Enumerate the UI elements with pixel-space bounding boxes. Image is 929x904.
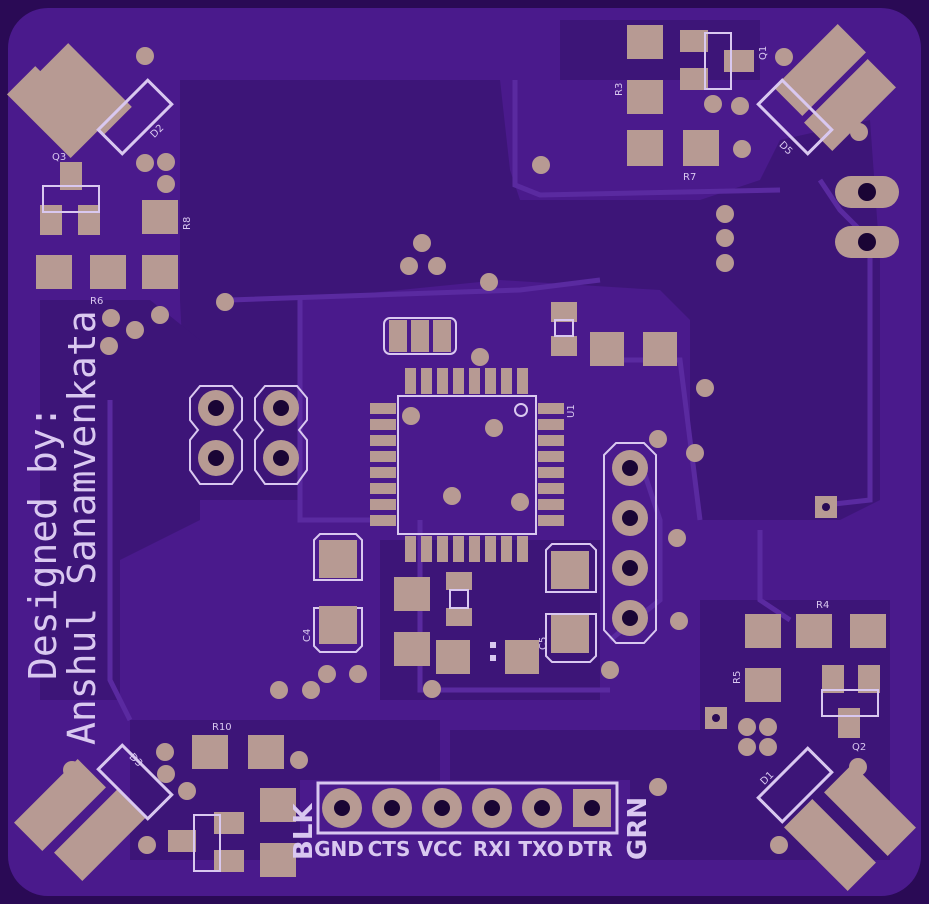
four-pin-header — [603, 442, 657, 644]
r8-resistor: R8 — [142, 200, 193, 289]
grn-label: GRN — [623, 797, 653, 860]
q1-transistor: Q1 — [680, 30, 769, 90]
d3-pad-b — [54, 789, 146, 881]
pin-label-dtr: DTR — [567, 837, 613, 861]
d1-led: D1 — [756, 746, 916, 891]
resonator — [383, 317, 457, 355]
header-pin-labels: GND CTS VCC RXI TXO DTR — [314, 837, 613, 861]
oval-pads — [835, 176, 899, 258]
u1-outline — [397, 395, 537, 535]
d5-pad-b — [804, 59, 896, 151]
r6-label: R6 — [90, 296, 103, 307]
q2-label: Q2 — [852, 742, 866, 753]
r6-resistor: R6 — [36, 255, 126, 307]
blk-label: BLK — [289, 803, 319, 860]
u1-chip: U1 — [370, 368, 577, 562]
pin-label-vcc: VCC — [418, 837, 463, 861]
q2-transistor: Q2 — [821, 665, 880, 753]
q3-label: Q3 — [52, 152, 66, 163]
q1-label: Q1 — [758, 46, 769, 60]
pin-label-gnd: GND — [314, 837, 364, 861]
r3-resistor: R3 — [614, 25, 663, 114]
d1-outline — [756, 746, 834, 824]
q3-transistor: Q3 — [40, 152, 100, 235]
r4-label: R4 — [816, 600, 829, 611]
small-caps-top — [551, 302, 677, 366]
d5-outline — [756, 78, 834, 156]
designer-credit-line1: Designed by: — [21, 405, 65, 680]
r3-label: R3 — [614, 83, 625, 96]
d3-led: D3 — [14, 743, 174, 881]
misc-smd — [394, 572, 539, 674]
pin-label-cts: CTS — [368, 837, 411, 861]
d1-pad-b — [784, 799, 876, 891]
d3-pad-a — [14, 759, 106, 851]
pin-label-rxi: RXI — [473, 837, 511, 861]
jumper-header — [189, 385, 308, 485]
c5-label: C5 — [538, 637, 549, 650]
d2-pad-a — [39, 43, 132, 136]
r10-label: R10 — [212, 722, 232, 733]
c4-label: C4 — [302, 629, 313, 642]
r7-resistor: R7 — [627, 130, 719, 183]
d1-pad-a — [824, 764, 916, 856]
c5-capacitor: C5 — [538, 543, 597, 663]
r10-resistor: R10 — [192, 722, 284, 769]
ftdi-header — [316, 781, 619, 835]
bottom-left-transistor — [168, 788, 296, 877]
pin-label-txo: TXO — [518, 837, 563, 861]
r4-resistor: R4 — [745, 600, 886, 648]
r7-label: R7 — [683, 172, 696, 183]
vias — [59, 47, 868, 854]
d2-outline — [96, 78, 174, 156]
c4-capacitor: C4 — [302, 533, 363, 653]
r5-resistor: R5 — [732, 668, 781, 702]
d3-outline — [96, 743, 174, 821]
designer-credit-line2: Anshul Sanamvenkata — [60, 310, 104, 745]
u1-label: U1 — [566, 404, 577, 418]
r5-label: R5 — [732, 671, 743, 684]
r8-label: R8 — [182, 217, 193, 230]
